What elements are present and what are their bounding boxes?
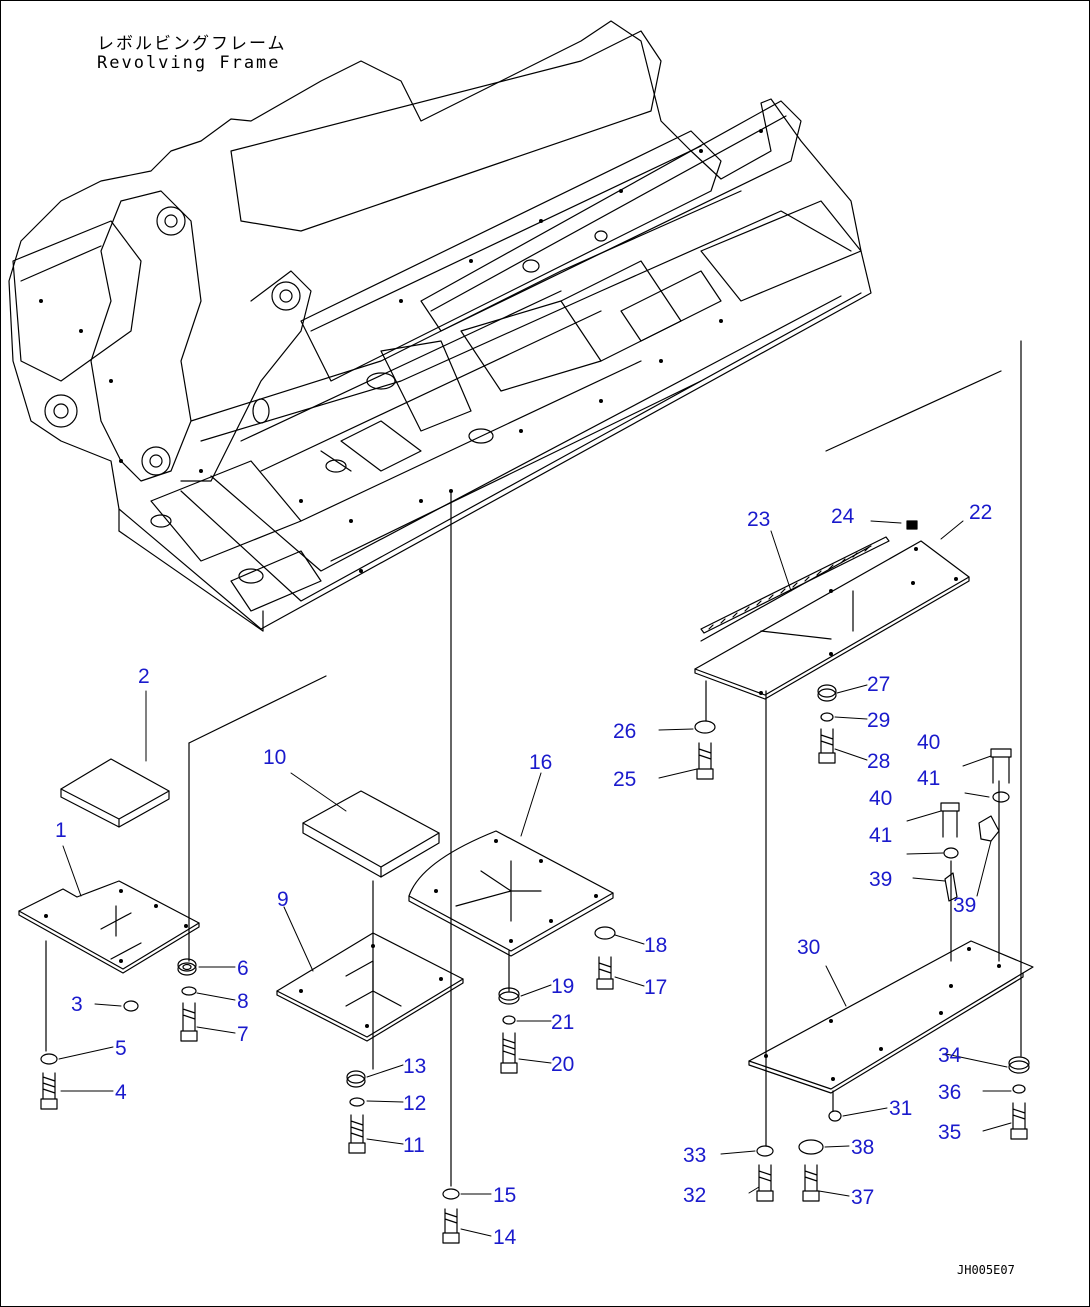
callout-label: 14 (493, 1226, 517, 1249)
callout-label: 38 (851, 1136, 874, 1159)
callout-label: 5 (115, 1037, 127, 1060)
callout-leaders (58, 520, 1012, 1237)
callout-label: 23 (747, 508, 770, 531)
callout-label: 12 (403, 1092, 426, 1115)
callout-label: 32 (683, 1184, 706, 1207)
part-2-pad (60, 758, 170, 828)
revolving-frame (8, 20, 872, 632)
callout-label: 20 (551, 1053, 574, 1076)
part-1-plate (18, 880, 200, 974)
part-24-clip (906, 520, 918, 530)
callout-label: 26 (613, 720, 636, 743)
part-22-cover (694, 540, 970, 700)
callout-label: 24 (831, 505, 855, 528)
callout-label: 41 (869, 824, 892, 847)
callout-label: 8 (237, 990, 249, 1013)
part-23-seal-strip (700, 536, 890, 634)
callout-label: 35 (938, 1121, 961, 1144)
callout-label: 40 (869, 787, 892, 810)
part-16-plate (408, 830, 614, 957)
callout-label: 4 (115, 1081, 127, 1104)
callout-label: 28 (867, 750, 890, 773)
part-30-plate (748, 940, 1034, 1094)
callout-label: 29 (867, 709, 890, 732)
callout-label: 39 (869, 868, 892, 891)
callout-label: 13 (403, 1055, 426, 1078)
callout-label: 7 (237, 1023, 249, 1046)
callout-label: 34 (938, 1044, 962, 1067)
callout-label: 41 (917, 767, 940, 790)
callout-label: 22 (969, 501, 992, 524)
callout-label: 27 (867, 673, 890, 696)
callout-label: 33 (683, 1144, 706, 1167)
callout-label: 19 (551, 975, 574, 998)
frame-title-japanese: レボルビングフレーム (97, 34, 287, 54)
callout-label: 30 (797, 936, 820, 959)
callout-label: 17 (644, 976, 667, 999)
callout-label: 1 (55, 819, 67, 842)
callout-label: 18 (644, 934, 667, 957)
part-39-bracket (944, 815, 1000, 902)
callout-label: 39 (953, 894, 976, 917)
callout-labels: 1 2 3 4 5 6 7 8 9 10 11 12 13 14 15 16 1… (55, 501, 992, 1249)
callout-label: 9 (277, 888, 289, 911)
reference-code: JH005E07 (957, 1263, 1015, 1277)
callout-label: 11 (403, 1134, 425, 1157)
callout-label: 21 (551, 1011, 574, 1034)
assembly-axis-lines (45, 340, 1022, 1187)
callout-label: 3 (71, 993, 83, 1016)
callout-label: 6 (237, 957, 249, 980)
part-10-pad (302, 790, 440, 878)
callout-label: 25 (613, 768, 636, 791)
callout-label: 40 (917, 731, 940, 754)
callout-label: 2 (138, 665, 150, 688)
part-9-plate (276, 932, 464, 1042)
callout-label: 16 (529, 751, 552, 774)
fasteners (40, 684, 1030, 1244)
callout-label: 15 (493, 1184, 516, 1207)
callout-label: 10 (263, 746, 286, 769)
callout-label: 37 (851, 1186, 874, 1209)
callout-label: 31 (889, 1097, 912, 1120)
frame-title-english: Revolving Frame (97, 53, 281, 73)
callout-label: 36 (938, 1081, 961, 1104)
